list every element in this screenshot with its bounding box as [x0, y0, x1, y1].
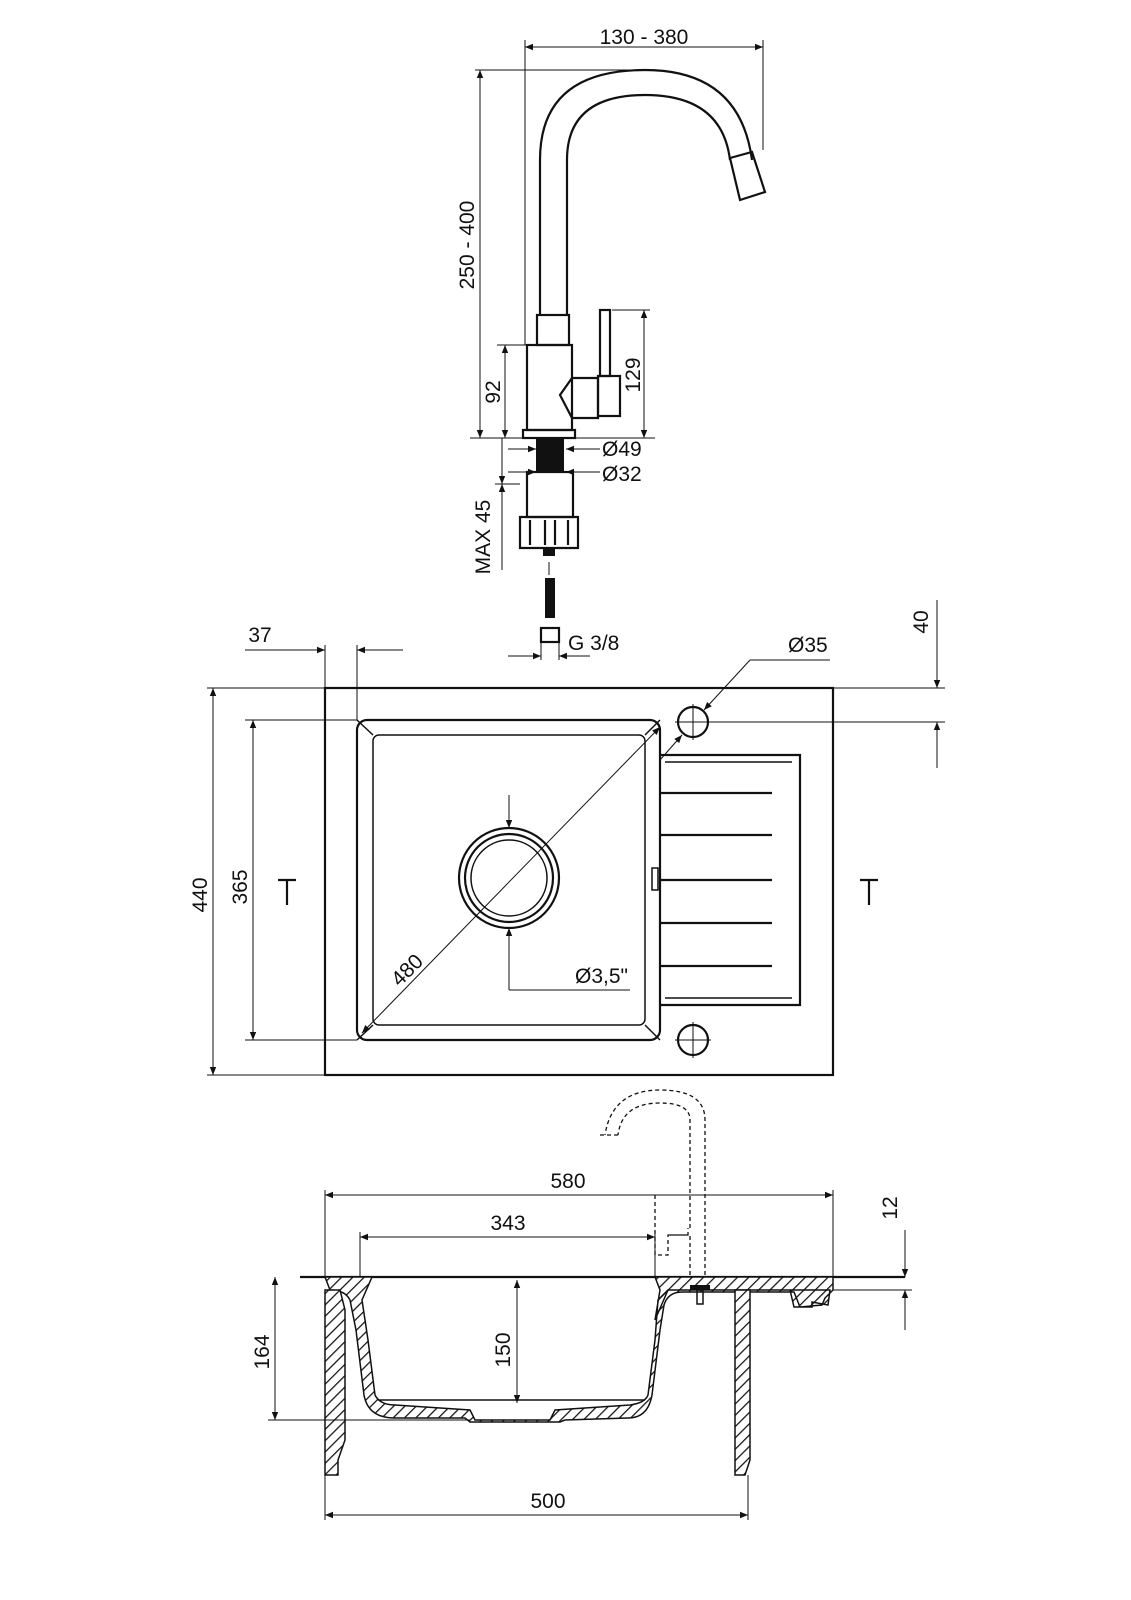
plan-dimensions: 37 40 Ø35 440 365 480 Ø3,5": [189, 600, 945, 1076]
dim-max-countertop: MAX 45: [472, 500, 495, 575]
dim-height: 250 - 400: [456, 201, 479, 290]
dim-rim-thickness: 12: [879, 1196, 902, 1219]
dim-drain-diameter: Ø3,5": [575, 965, 628, 988]
section-dimensions: 580 343 12 164 150 500: [251, 1170, 912, 1520]
dim-connection: G 3/8: [568, 632, 619, 655]
dim-base-diameter: Ø49: [602, 438, 642, 461]
dim-lever-height: 129: [622, 357, 645, 392]
dim-reach: 130 - 380: [600, 26, 689, 49]
sink-plan-view: [278, 686, 878, 1077]
dim-cabinet-width: 500: [530, 1490, 565, 1513]
dim-total-width: 580: [550, 1170, 585, 1193]
dim-body-height: 92: [482, 380, 505, 403]
sink-section-view: [300, 1089, 905, 1476]
faucet-dimensions: 130 - 380 250 - 400 92 129 Ø49 Ø32 MAX 4…: [456, 26, 764, 660]
drain-circle: [457, 826, 561, 930]
dim-tap-hole-diameter: Ø35: [788, 634, 828, 657]
dim-tap-hole-offset: 40: [910, 610, 933, 633]
drainboard-ribs: [660, 791, 772, 968]
dim-edge-offset: 37: [248, 624, 271, 647]
faucet-elevation: [518, 68, 767, 644]
dim-bowl-diagonal: 480: [387, 950, 428, 991]
dim-total-height: 164: [251, 1334, 274, 1369]
dim-bowl-depth: 365: [229, 869, 252, 904]
dim-bowl-height: 150: [492, 1332, 515, 1367]
dim-bowl-width: 343: [490, 1212, 525, 1235]
dim-shank-diameter: Ø32: [602, 463, 642, 486]
dim-total-depth: 440: [189, 877, 212, 912]
